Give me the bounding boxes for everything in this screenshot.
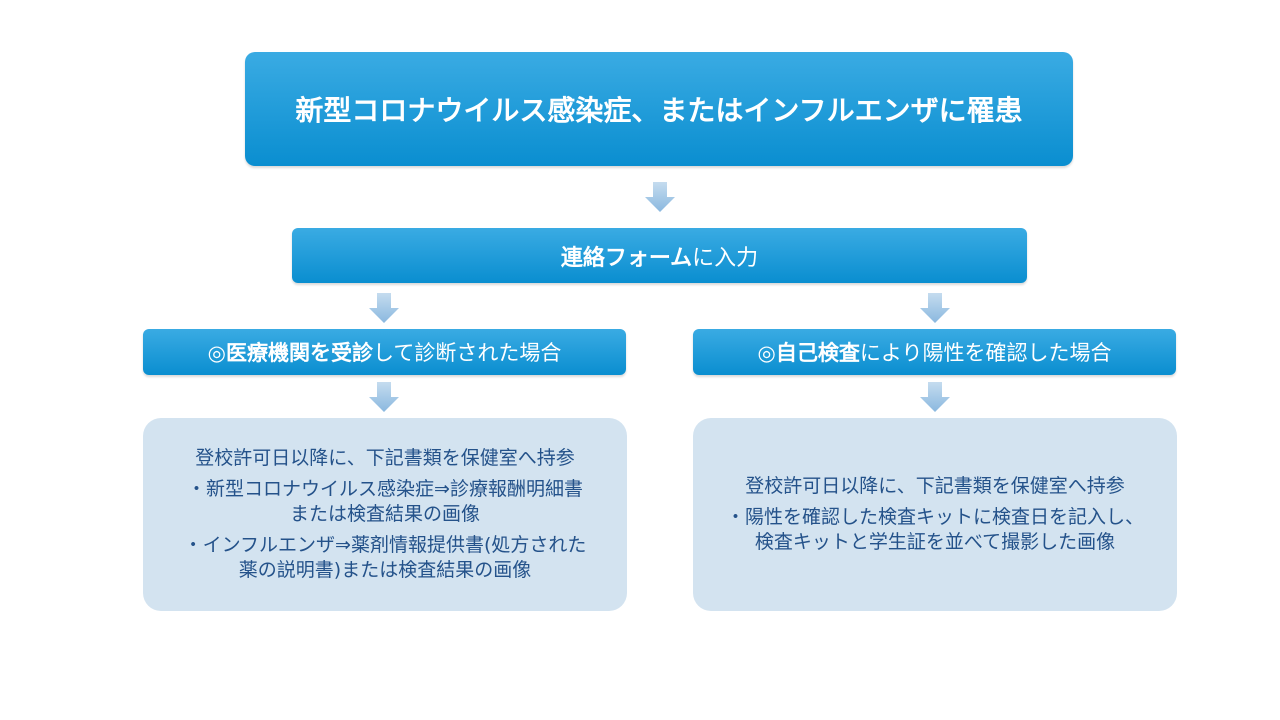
- right-header-bold: ◎自己検査: [757, 341, 860, 365]
- covid-documents-text: ・新型コロナウイルス感染症⇒診療報酬明細書 または検査結果の画像: [187, 478, 583, 525]
- arrow-down-icon: [369, 382, 399, 412]
- right-header-normal: により陽性を確認した場合: [859, 341, 1112, 365]
- contact-form-normal: に入力: [692, 245, 759, 271]
- contact-form-box: 連絡フォームに入力: [292, 228, 1027, 283]
- medical-diagnosis-header: ◎医療機関を受診して診断された場合: [143, 329, 626, 375]
- medical-documents-box: 登校許可日以降に、下記書類を保健室へ持参 ・新型コロナウイルス感染症⇒診療報酬明…: [143, 418, 627, 611]
- left-header-normal: して診断された場合: [372, 341, 562, 365]
- arrow-down-icon: [369, 293, 399, 323]
- arrow-down-icon: [920, 382, 950, 412]
- instruction-text: 登校許可日以降に、下記書類を保健室へ持参: [195, 447, 575, 469]
- influenza-documents-text: ・インフルエンザ⇒薬剤情報提供書(処方された 薬の説明書)または検査結果の画像: [183, 534, 587, 581]
- contact-form-bold: 連絡フォーム: [560, 245, 693, 271]
- self-test-header: ◎自己検査により陽性を確認した場合: [693, 329, 1176, 375]
- arrow-down-icon: [920, 293, 950, 323]
- self-test-documents-box: 登校許可日以降に、下記書類を保健室へ持参 ・陽性を確認した検査キットに検査日を記…: [693, 418, 1177, 611]
- test-kit-documents-text: ・陽性を確認した検査キットに検査日を記入し、 検査キットと学生証を並べて撮影した…: [725, 506, 1144, 553]
- instruction-text: 登校許可日以降に、下記書類を保健室へ持参: [745, 475, 1125, 497]
- title-box: 新型コロナウイルス感染症、またはインフルエンザに罹患: [245, 52, 1073, 166]
- arrow-down-icon: [645, 182, 675, 212]
- left-header-bold: ◎医療機関を受診: [207, 341, 373, 365]
